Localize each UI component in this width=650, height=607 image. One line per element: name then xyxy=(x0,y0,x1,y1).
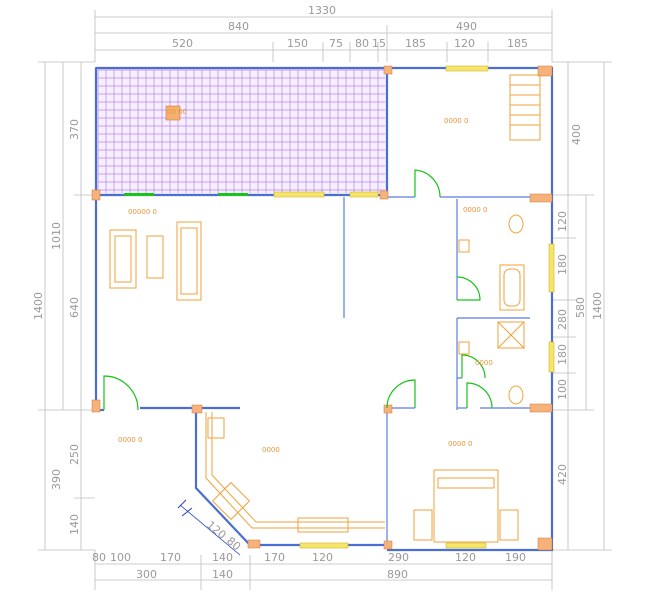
dim-right-outer: 1400 xyxy=(591,292,604,320)
window-green xyxy=(218,193,248,196)
dim-top-seg: 185 xyxy=(405,37,426,50)
window xyxy=(445,65,489,72)
nightstand xyxy=(413,509,433,541)
dim-right-seg: 400 xyxy=(570,124,583,145)
dim-right-seg: 100 xyxy=(556,379,569,400)
fridge xyxy=(207,417,225,439)
room-note: 0000 0 xyxy=(444,117,469,125)
room-note: 0000 0 xyxy=(118,436,143,444)
dim-bottom-seg: 80 xyxy=(92,551,106,564)
dim-top-seg: 185 xyxy=(507,37,528,50)
dim-left-seg: 250 xyxy=(68,444,81,465)
left-dimensions: 1400 1010 370 640 250 390 140 xyxy=(32,61,95,551)
tiled-terrace xyxy=(95,67,388,196)
sink xyxy=(458,341,470,355)
dim-bottom-group: 300 xyxy=(136,568,157,581)
dim-bottom-group: 890 xyxy=(387,568,408,581)
window-green xyxy=(124,193,154,196)
dim-top-right-group: 490 xyxy=(456,20,477,33)
dim-bottom-seg: 120 xyxy=(455,551,476,564)
stove xyxy=(211,481,251,521)
dim-top-seg: 80 xyxy=(355,37,369,50)
dim-left-outer: 1400 xyxy=(32,292,45,320)
dim-bottom-seg: 170 xyxy=(264,551,285,564)
door-arc xyxy=(461,354,486,379)
dim-diagonal: 120 xyxy=(204,518,228,541)
coffee-table xyxy=(146,235,164,279)
dim-left-seg: 640 xyxy=(68,297,81,318)
dim-top-left-group: 840 xyxy=(228,20,249,33)
dim-left-seg: 390 xyxy=(50,469,63,490)
room-note: 00000 0 xyxy=(128,208,157,216)
dim-right-seg: 180 xyxy=(556,344,569,365)
window xyxy=(445,542,487,549)
window xyxy=(548,341,555,373)
doors xyxy=(103,169,493,411)
window xyxy=(349,191,379,198)
tile-grid xyxy=(97,69,385,193)
dim-left-seg: 370 xyxy=(68,119,81,140)
door-arc xyxy=(103,375,139,411)
dim-bottom-seg: 190 xyxy=(505,551,526,564)
bed xyxy=(433,469,499,543)
dim-bottom-seg: 170 xyxy=(160,551,181,564)
right-dimensions: 400 120 180 280 180 100 420 580 1400 xyxy=(552,61,612,551)
sofa-seat xyxy=(180,227,198,295)
room-note: 0000 0 xyxy=(448,440,473,448)
dim-top-total: 1330 xyxy=(308,4,336,17)
dim-left-mid: 1010 xyxy=(50,222,63,250)
sofa xyxy=(176,221,202,301)
dim-right-seg: 280 xyxy=(556,309,569,330)
columns xyxy=(91,65,553,551)
window xyxy=(299,542,349,549)
furniture xyxy=(109,74,541,543)
dim-top-seg: 120 xyxy=(454,37,475,50)
door-arc xyxy=(466,382,493,409)
dim-bottom-group: 140 xyxy=(212,568,233,581)
dim-top-seg: 15 xyxy=(372,37,386,50)
toilet xyxy=(508,385,524,405)
stairs xyxy=(509,74,541,141)
bed-pillow xyxy=(437,477,495,489)
sink xyxy=(458,239,470,253)
room-note: 0000 0 xyxy=(463,206,488,214)
dim-top-seg: 75 xyxy=(329,37,343,50)
sofa xyxy=(109,229,137,289)
room-note: 0000 xyxy=(262,446,280,454)
dim-top-seg: 150 xyxy=(287,37,308,50)
room-notes: 0000 0 00000 0 0000 0 0000 0 0000 0000 0… xyxy=(118,108,493,454)
shower xyxy=(497,321,525,349)
terrace-tag xyxy=(165,105,181,121)
dim-bottom-seg: 290 xyxy=(388,551,409,564)
terrace-note: 00 00 xyxy=(167,108,187,116)
kitchen-sink xyxy=(297,517,349,533)
dim-right-mid: 580 xyxy=(574,297,587,318)
dim-bottom-seg: 140 xyxy=(212,551,233,564)
dim-right-seg: 420 xyxy=(556,464,569,485)
nightstand xyxy=(499,509,519,541)
dim-right-seg: 120 xyxy=(556,211,569,232)
top-dimensions: 1330 840 490 520 150 75 80 15 185 120 18… xyxy=(94,4,553,62)
door-arc xyxy=(456,276,481,301)
room-note: 0000 xyxy=(475,359,493,367)
dim-bottom-seg: 120 xyxy=(312,551,333,564)
door-arc xyxy=(414,169,441,198)
windows xyxy=(124,65,555,549)
dim-bottom-seg: 100 xyxy=(110,551,131,564)
dim-left-seg: 140 xyxy=(68,514,81,535)
toilet xyxy=(508,214,524,234)
kitchen-counter xyxy=(205,412,385,529)
dim-right-seg: 180 xyxy=(556,254,569,275)
window xyxy=(548,243,555,293)
bathtub xyxy=(499,264,525,311)
bottom-dimensions: 80 100 170 140 170 120 290 120 190 300 1… xyxy=(92,550,553,590)
door-arc xyxy=(386,379,416,409)
window xyxy=(273,191,325,198)
sofa-seat xyxy=(114,235,132,283)
dim-top-seg: 520 xyxy=(172,37,193,50)
